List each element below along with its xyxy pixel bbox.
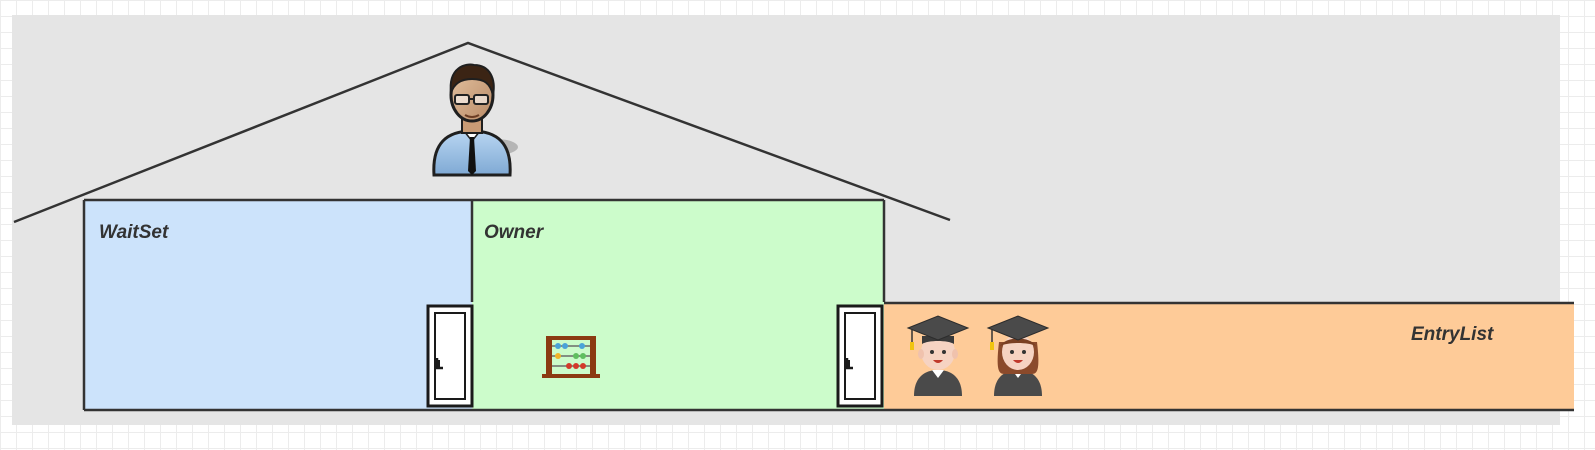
male-graduate-icon bbox=[906, 315, 970, 396]
abacus-icon bbox=[542, 336, 600, 378]
female-graduate-icon bbox=[986, 315, 1050, 396]
entrylist-label: EntryList bbox=[1411, 324, 1494, 345]
waitset-label: WaitSet bbox=[99, 222, 169, 243]
owner-label: Owner bbox=[484, 222, 544, 243]
exit-door-icon bbox=[836, 304, 884, 408]
manager-person-icon bbox=[432, 63, 518, 177]
owner-region bbox=[472, 200, 884, 410]
owner-door-icon bbox=[426, 304, 474, 408]
house-walls bbox=[82, 198, 1574, 412]
house-roof bbox=[13, 41, 951, 224]
entrylist-region bbox=[884, 303, 1574, 410]
waitset-region bbox=[84, 200, 472, 410]
